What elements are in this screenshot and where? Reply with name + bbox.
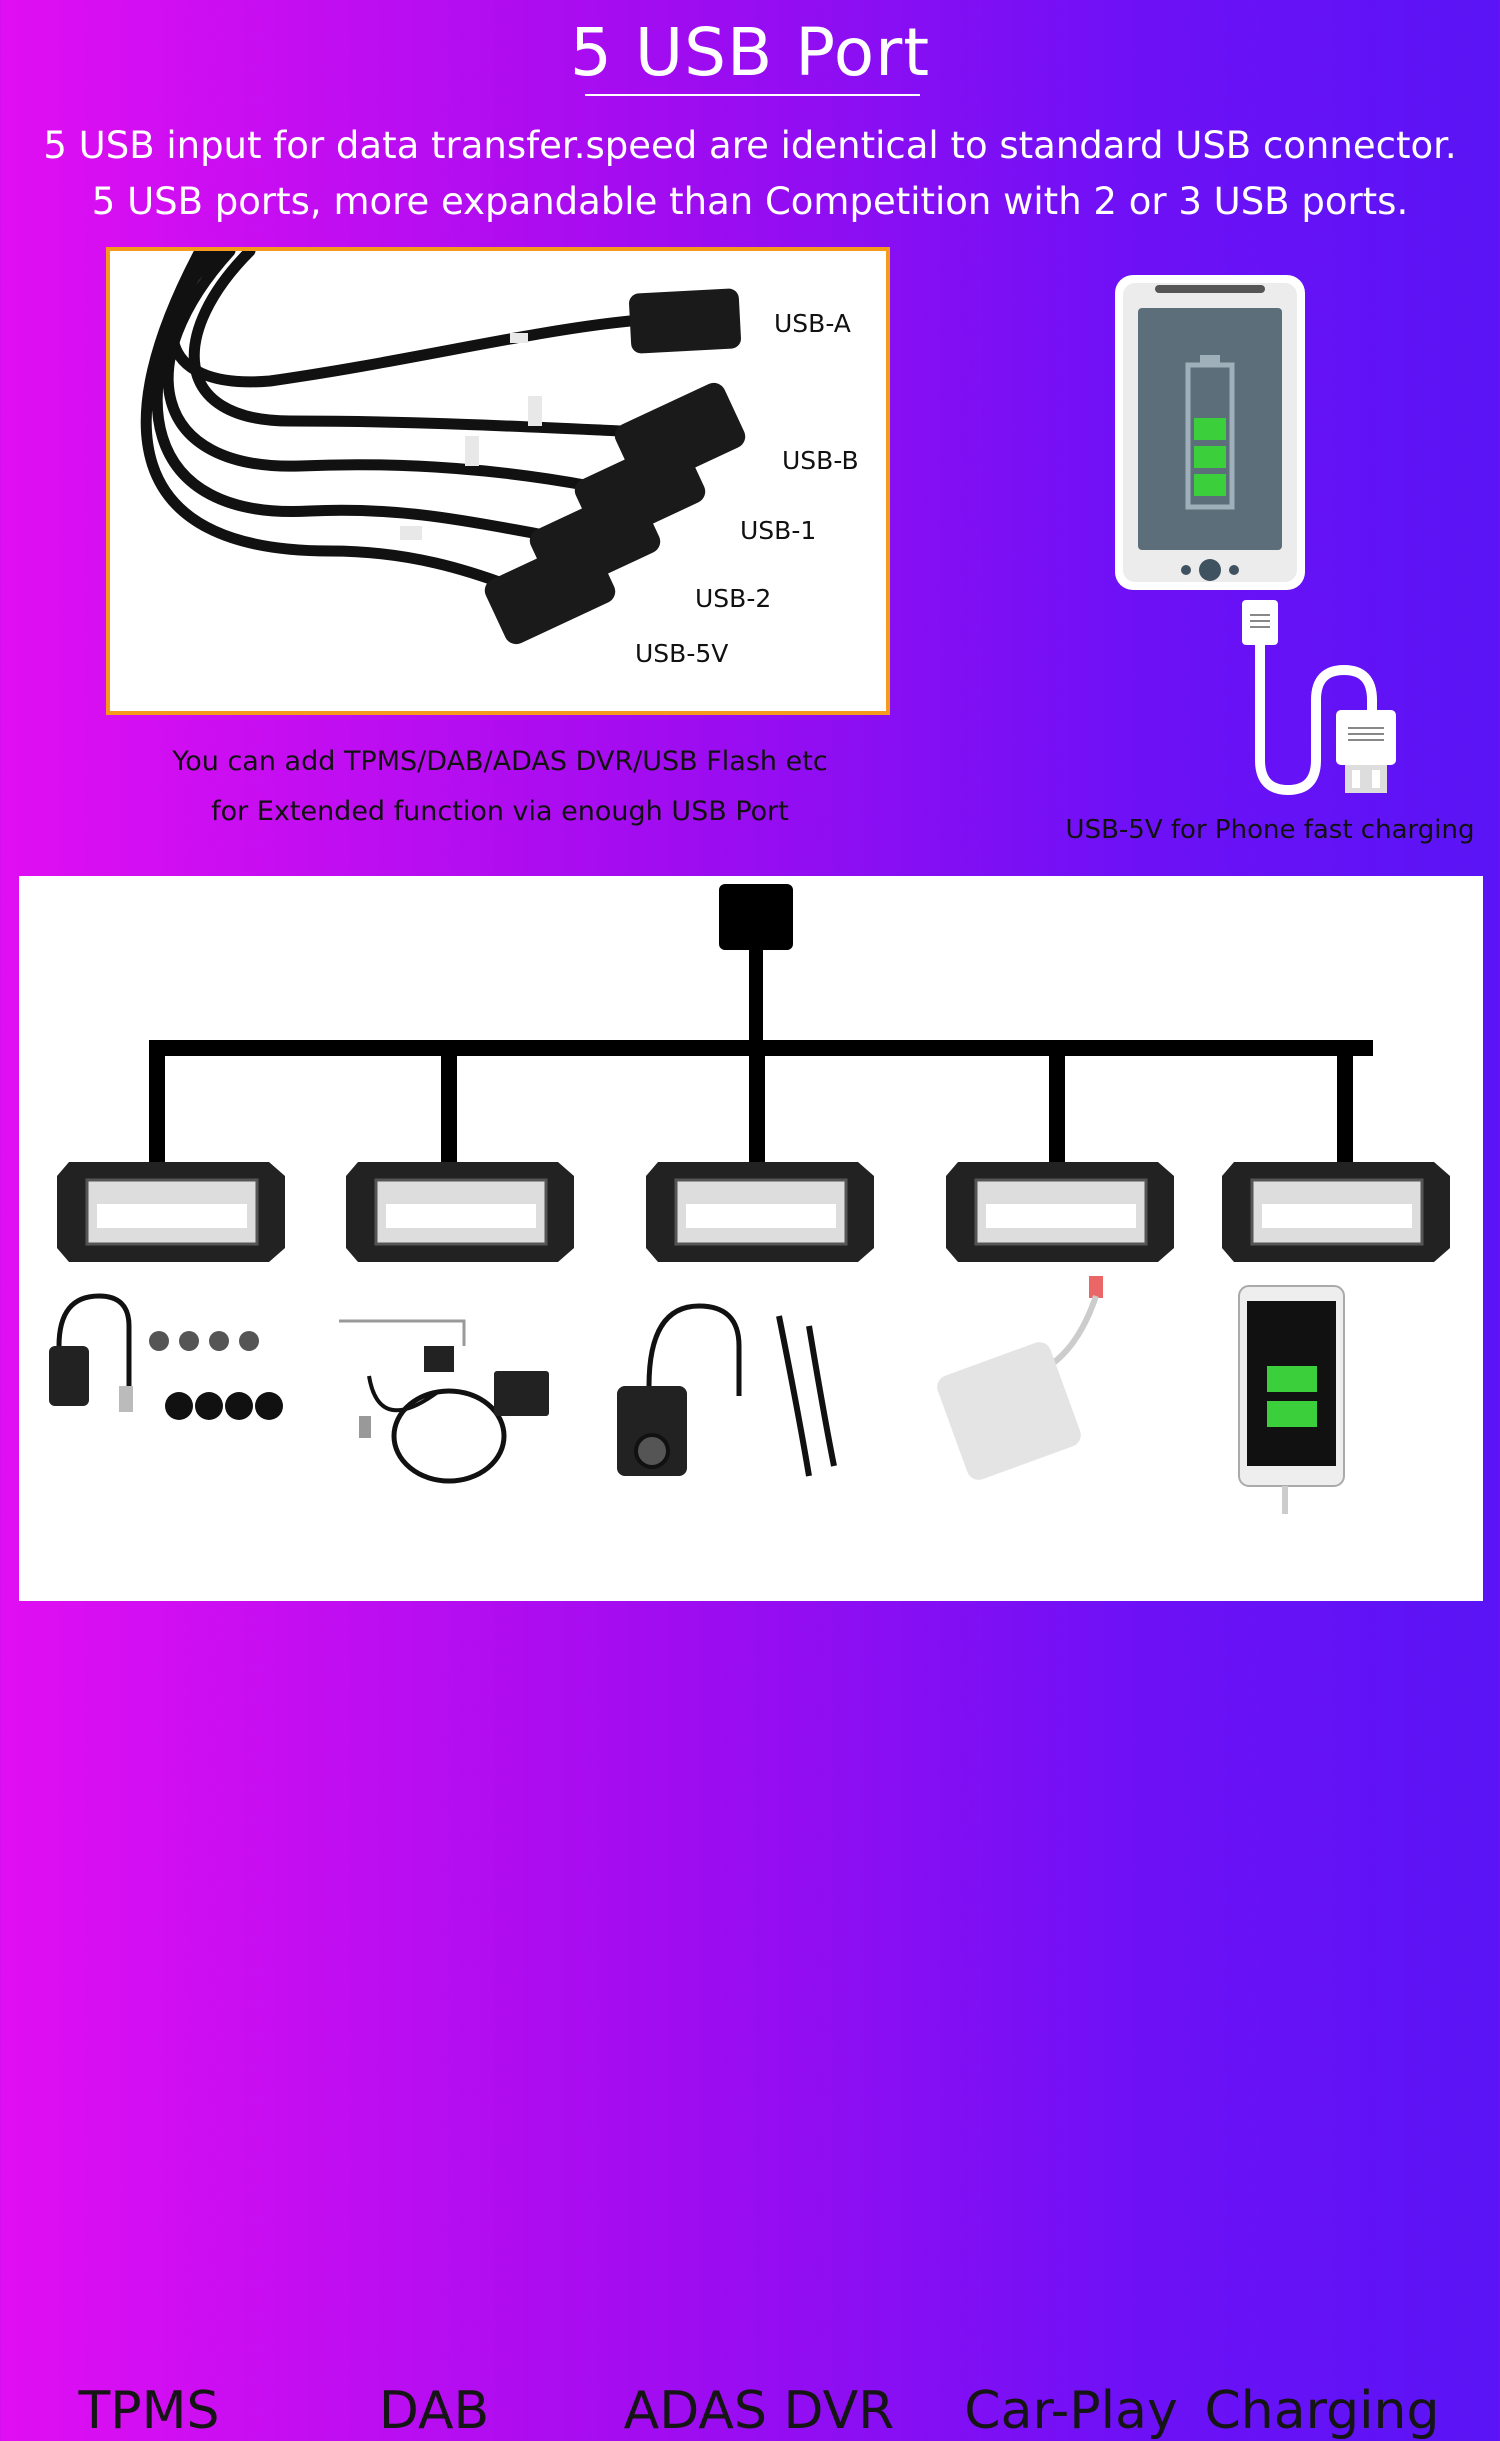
- phone-caption: USB-5V for Phone fast charging: [1065, 815, 1475, 845]
- port-label-usb-b: USB-B: [782, 446, 859, 475]
- usb-tree-diagram: [49, 884, 1450, 1514]
- carplay-device-image: [937, 1276, 1103, 1480]
- port-label-usb-a: USB-A: [774, 309, 851, 338]
- page-title: 5 USB Port: [569, 14, 931, 91]
- title-underline: [585, 94, 920, 96]
- dab-device-image: [339, 1319, 549, 1484]
- adas-dvr-device-image: [617, 1303, 837, 1477]
- device-label-adas-dvr: ADAS DVR: [623, 2381, 895, 2441]
- device-label-dab: DAB: [378, 2381, 490, 2441]
- cable-caption-line-1: You can add TPMS/DAB/ADAS DVR/USB Flash …: [172, 746, 828, 777]
- device-label-tpms: TPMS: [78, 2381, 220, 2441]
- usb-ports-row: [57, 1162, 1450, 1262]
- port-label-usb-5v: USB-5V: [635, 639, 729, 668]
- subtitle-line-2: 5 USB ports, more expandable than Compet…: [91, 180, 1409, 223]
- cable-caption-line-2: for Extended function via enough USB Por…: [211, 796, 789, 827]
- device-panel: TPMS DAB ADAS DVR Car-Play Charging: [19, 876, 1483, 2441]
- phone-charging-icon: [1115, 275, 1396, 796]
- port-label-usb-1: USB-1: [740, 516, 817, 545]
- usb-cable-illustration: [140, 245, 746, 645]
- charging-phone-image: [1238, 1285, 1345, 1514]
- usb-cable-photo: USB-A USB-B USB-1 USB-2 USB-5V: [106, 245, 890, 715]
- tpms-device-image: [49, 1293, 283, 1420]
- port-label-usb-2: USB-2: [695, 584, 772, 613]
- subtitle-line-1: 5 USB input for data transfer.speed are …: [43, 124, 1457, 167]
- device-label-charging: Charging: [1204, 2381, 1440, 2441]
